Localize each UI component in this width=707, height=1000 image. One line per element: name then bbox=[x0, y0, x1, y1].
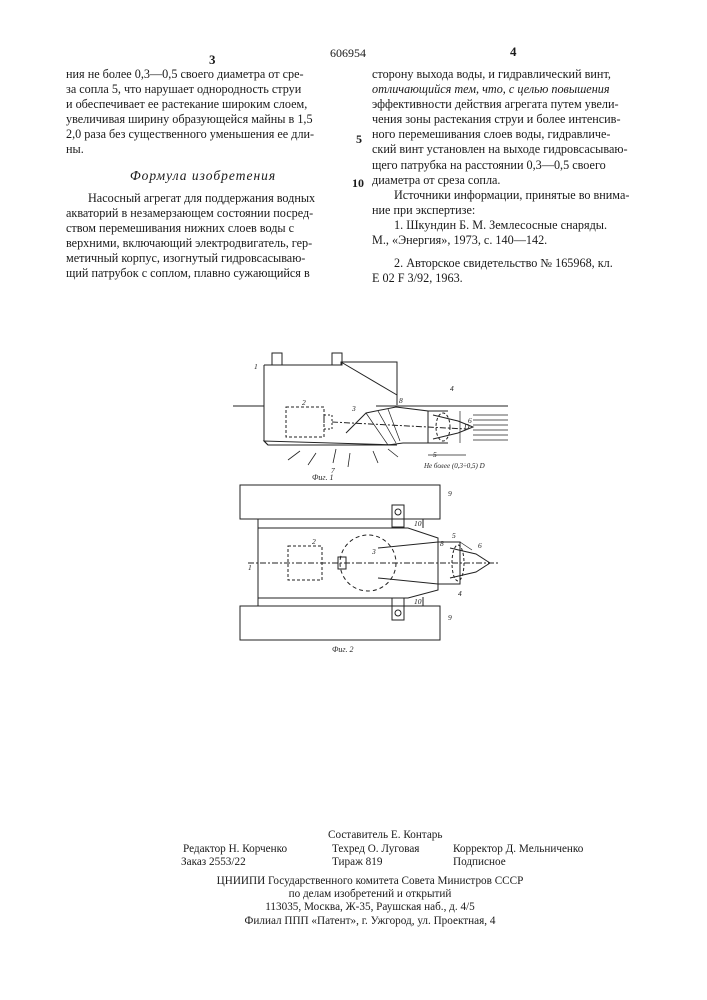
part-label: 5 bbox=[433, 450, 437, 459]
text-line: и обеспечивает ее растекание широким сло… bbox=[66, 97, 340, 112]
suction-pipe bbox=[346, 407, 428, 445]
pontoon-top bbox=[240, 485, 440, 519]
corrector: Корректор Д. Мельниченко bbox=[453, 843, 583, 856]
right-page-number: 4 bbox=[510, 44, 517, 60]
text-line: ством перемешивания нижних слоев воды с bbox=[66, 221, 340, 236]
text-line: 2,0 раза без существенного уменьшения ее… bbox=[66, 127, 340, 142]
part-label: 6 bbox=[478, 541, 482, 550]
part-label: 2 bbox=[302, 398, 306, 407]
subscription: Подписное bbox=[453, 856, 506, 869]
line-number-5: 5 bbox=[356, 132, 362, 147]
bracket bbox=[392, 505, 404, 527]
text-line: диаметра от среза сопла. bbox=[372, 173, 644, 188]
text-line: увеличивая ширину образующейся майны в 1… bbox=[66, 112, 340, 127]
text-line: эффективности действия агрегата путем ув… bbox=[372, 97, 644, 112]
text-line: ного перемешивания слоев воды, гидравлич… bbox=[372, 127, 644, 142]
text-line: метичный корпус, изогнутый гидровсасываю… bbox=[66, 251, 340, 266]
part-label: 9 bbox=[448, 489, 452, 498]
part-label: 10 bbox=[414, 597, 422, 606]
part-label: 8 bbox=[440, 539, 444, 548]
part-label: 3 bbox=[371, 547, 376, 556]
dimension-d: D bbox=[463, 422, 470, 431]
text-line: ния не более 0,3—0,5 своего диаметра от … bbox=[66, 67, 340, 82]
text-line: ние при экспертизе: bbox=[372, 203, 644, 218]
publisher-line: по делам изобретений и открытий bbox=[170, 888, 570, 901]
line-number-10: 10 bbox=[352, 176, 364, 191]
compiler: Составитель Е. Контарь bbox=[328, 829, 443, 842]
bracket bbox=[392, 598, 404, 620]
figure-1-drawing: 1 2 3 4 5 6 7 8 D Не более (0,3÷0,5) D Ф… bbox=[228, 335, 518, 485]
publisher-line: Филиал ППП «Патент», г. Ужгород, ул. Про… bbox=[170, 915, 570, 928]
text-line: Насосный агрегат для поддержания водных bbox=[66, 191, 340, 206]
text-line: верхними, включающий электродвигатель, г… bbox=[66, 236, 340, 251]
text-line: за сопла 5, что нарушает однородность ст… bbox=[66, 82, 340, 97]
patent-number: 606954 bbox=[330, 46, 366, 61]
left-column: ния не более 0,3—0,5 своего диаметра от … bbox=[66, 67, 340, 281]
part-label: 9 bbox=[448, 613, 452, 622]
part-label: 1 bbox=[248, 563, 252, 572]
right-column: сторону выхода воды, и гидравлический ви… bbox=[372, 67, 644, 286]
text-line: щий патрубок с соплом, плавно сужающийся… bbox=[66, 266, 340, 281]
text-line: М., «Энергия», 1973, с. 140—142. bbox=[372, 233, 644, 248]
circulation: Тираж 819 bbox=[332, 856, 382, 869]
part-label: 8 bbox=[399, 396, 403, 405]
text-line: 2. Авторское свидетельство № 165968, кл. bbox=[372, 256, 644, 271]
text-line: сторону выхода воды, и гидравлический ви… bbox=[372, 67, 644, 82]
part-label: 3 bbox=[351, 404, 356, 413]
text-line: 1. Шкундин Б. М. Землесосные снаряды. bbox=[372, 218, 644, 233]
text-line: чения зоны растекания струи и более инте… bbox=[372, 112, 644, 127]
techred: Техред О. Луговая bbox=[332, 843, 419, 856]
publisher-block: ЦНИИПИ Государственного комитета Совета … bbox=[170, 875, 570, 928]
text-line: Е 02 F 3/92, 1963. bbox=[372, 271, 644, 286]
editor: Редактор Н. Корченко bbox=[183, 843, 287, 856]
part-label: 4 bbox=[450, 384, 454, 393]
lug bbox=[272, 353, 282, 365]
housing-outline bbox=[264, 362, 397, 445]
motor-outline bbox=[286, 407, 324, 437]
publisher-line: 113035, Москва, Ж-35, Раушская наб., д. … bbox=[170, 901, 570, 914]
publisher-line: ЦНИИПИ Государственного комитета Совета … bbox=[170, 875, 570, 888]
text-line: щего патрубка на расстоянии 0,3—0,5 свое… bbox=[372, 158, 644, 173]
part-label: 5 bbox=[452, 531, 456, 540]
part-label: 10 bbox=[414, 519, 422, 528]
claims-heading: Формула изобретения bbox=[66, 168, 340, 183]
figure-2-drawing: 1 2 3 4 5 6 8 9 9 10 10 Фиг. 2 bbox=[228, 480, 518, 655]
text-line: Источники информации, принятые во внима- bbox=[372, 188, 644, 203]
left-page-number: 3 bbox=[209, 52, 216, 68]
text-line: отличающийся тем, что, с целью повышения bbox=[372, 82, 644, 97]
part-label: 1 bbox=[254, 362, 258, 371]
pontoon-bottom bbox=[240, 606, 440, 640]
text-line: ны. bbox=[66, 142, 340, 157]
dimension-note: Не более (0,3÷0,5) D bbox=[423, 462, 485, 470]
text-line: ский винт установлен на выходе гидровсас… bbox=[372, 142, 644, 157]
shaft-axis bbox=[332, 422, 466, 429]
part-label: 4 bbox=[458, 589, 462, 598]
text-line: акваторий в незамерзающем состоянии поср… bbox=[66, 206, 340, 221]
part-label: 2 bbox=[312, 537, 316, 546]
figure-2-caption: Фиг. 2 bbox=[332, 645, 353, 654]
order: Заказ 2553/22 bbox=[181, 856, 246, 869]
